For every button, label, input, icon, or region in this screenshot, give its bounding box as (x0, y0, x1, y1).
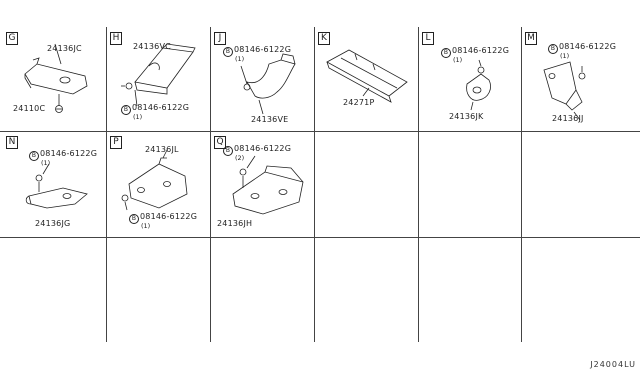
panel-letter: J (214, 32, 226, 45)
grid-vline-5 (521, 27, 522, 342)
bolt-quantity: (1) (41, 159, 51, 167)
bracket-24136jg-drawing (25, 163, 88, 209)
protector-24271p-drawing (326, 49, 408, 103)
bracket-24136jk-drawing (466, 59, 491, 111)
grid-hline-1 (0, 131, 640, 132)
part-number-24136jk: 24136JK (449, 112, 484, 121)
part-number-24136jj: 24136JJ (552, 114, 584, 123)
grid-vline-4 (418, 27, 419, 342)
panel-g[interactable]: G 24136JC 24110C (3, 30, 105, 130)
bolt-part-number: 08146-6122G (234, 45, 292, 54)
bolt-part-number: 08146-6122G (140, 212, 198, 221)
bolt-part-number: 08146-6122G (40, 149, 98, 158)
bolt-symbol-icon: B (29, 151, 39, 161)
bolt-symbol-icon: B (548, 44, 558, 54)
grid-hline-2 (0, 237, 640, 238)
bolt-quantity: (2) (235, 154, 245, 162)
panel-letter: L (422, 32, 434, 45)
panel-letter: G (6, 32, 18, 45)
grid-vline-3 (314, 27, 315, 342)
bolt-quantity: (1) (560, 52, 570, 60)
part-number-24136jg: 24136JG (35, 219, 71, 228)
bolt-part-number: 08146-6122G (132, 103, 190, 112)
bolt-symbol-icon: B (129, 214, 139, 224)
bolt-symbol-icon: B (121, 105, 131, 115)
part-number-24271p: 24271P (343, 98, 375, 107)
bolt-quantity: (1) (133, 113, 143, 121)
bracket-24136jj-drawing (543, 61, 586, 121)
part-number-24110c: 24110C (13, 104, 46, 113)
panel-letter: K (318, 32, 330, 45)
bolt-part-number: 08146-6122G (234, 144, 292, 153)
bracket-24136jl-drawing (121, 149, 188, 211)
panel-letter: Q (214, 136, 226, 149)
bracket-24136ve-drawing (240, 53, 296, 115)
bolt-quantity: (1) (453, 56, 463, 64)
panel-letter: H (110, 32, 122, 45)
bolt-symbol-icon: B (223, 146, 233, 156)
bolt-quantity: (1) (235, 55, 245, 63)
catalog-code: J24004LU (590, 360, 636, 369)
part-number-24136jl: 24136JL (145, 145, 179, 154)
panel-letter: N (6, 136, 18, 149)
grid-vline-1 (106, 27, 107, 342)
part-number-24136jh: 24136JH (217, 219, 253, 228)
part-number-24136jc: 24136JC (47, 44, 82, 53)
part-number-24136vc: 24136VC (133, 42, 171, 51)
panel-k[interactable]: K 24271P (315, 30, 417, 130)
bracket-24136jh-drawing (232, 155, 304, 215)
panel-letter: M (525, 32, 537, 45)
bracket-24136vc-drawing (121, 43, 196, 107)
grid-vline-2 (210, 27, 211, 342)
bolt-symbol-icon: B (223, 47, 233, 57)
bolt-part-number: 08146-6122G (559, 42, 617, 51)
panel-letter: P (110, 136, 122, 149)
bolt-symbol-icon: B (441, 48, 451, 58)
bolt-quantity: (1) (141, 222, 151, 230)
bolt-part-number: 08146-6122G (452, 46, 510, 55)
bracket-24136jc-drawing (24, 43, 88, 113)
part-number-24136ve: 24136VE (251, 115, 289, 124)
